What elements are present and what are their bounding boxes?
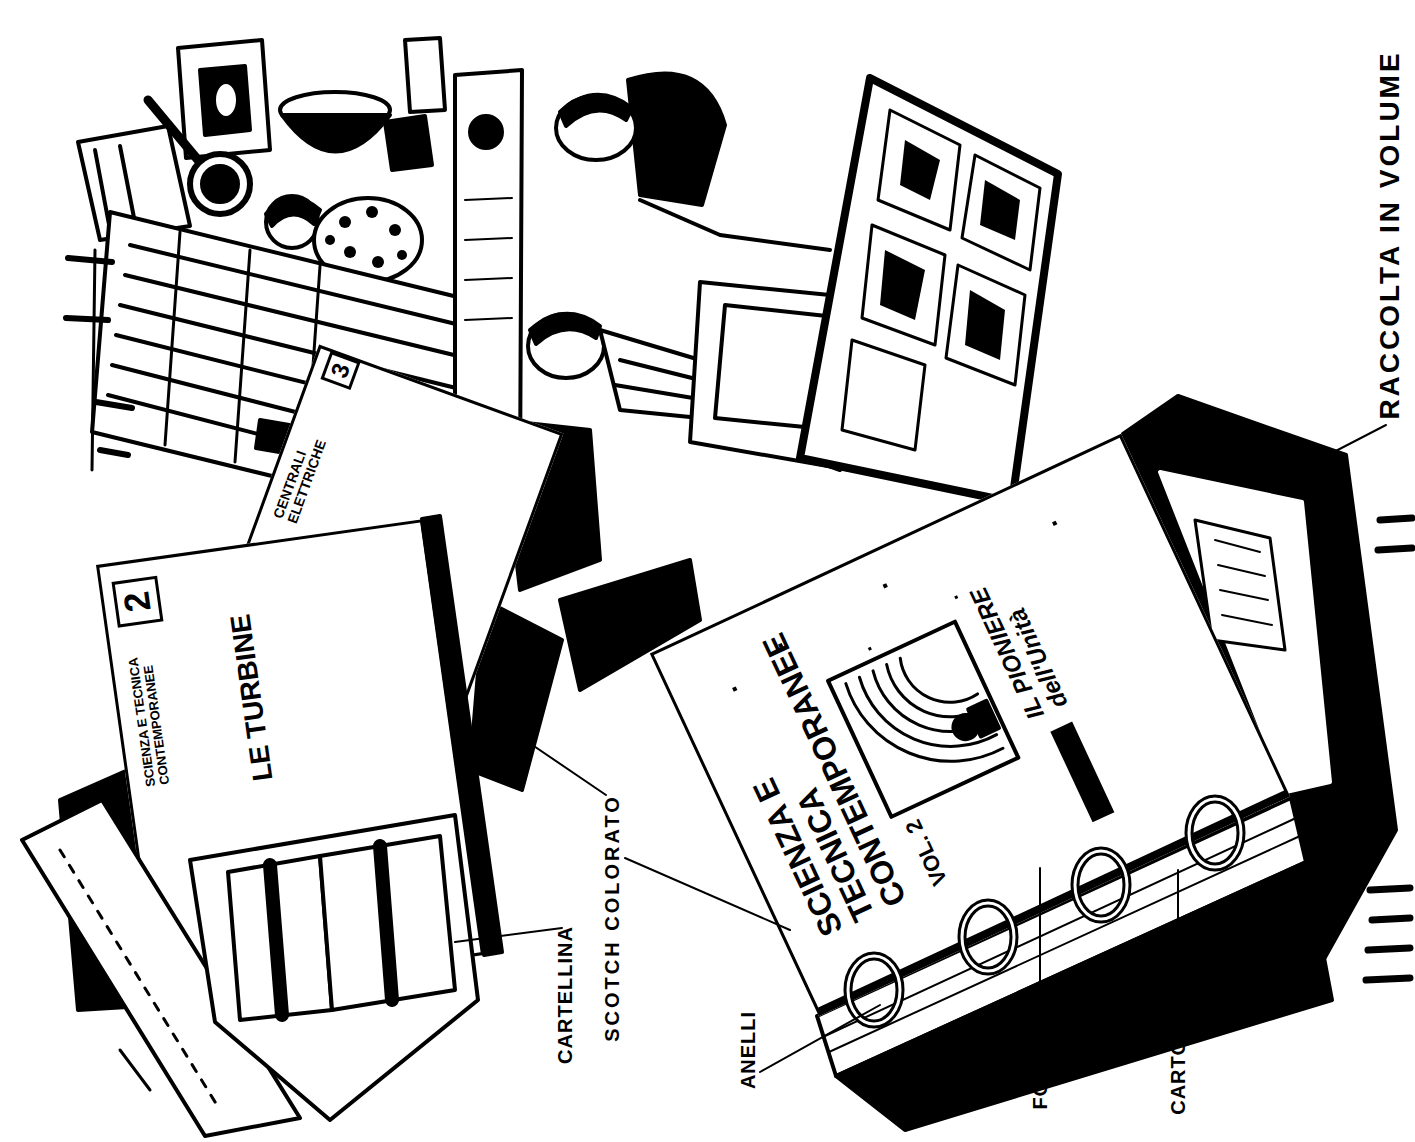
fascicle-cover: SCIENZA E TECNICA CONTEMPORANEE 2 LE TURBI… bbox=[96, 519, 484, 1001]
part-label: FOTO bbox=[1029, 1050, 1052, 1109]
part-label: CARTELLINA bbox=[554, 926, 577, 1064]
volume-title: SCIENZA E TECNICA CONTEMPORANEE bbox=[691, 625, 913, 942]
cover-decoration bbox=[719, 507, 1177, 936]
person-hair bbox=[266, 198, 320, 226]
volume-cover: SCIENZA E TECNICA CONTEMPORANEEVOL. 2IL … bbox=[650, 434, 1290, 1016]
issue-number: 2 bbox=[112, 576, 164, 628]
bowl bbox=[282, 115, 390, 152]
dress-pattern bbox=[325, 206, 407, 268]
wall-pegs bbox=[66, 258, 132, 455]
folder-fold bbox=[270, 865, 282, 1015]
magnifier-handle bbox=[148, 100, 198, 160]
ring-highlights bbox=[848, 799, 1241, 1024]
person-hair bbox=[560, 95, 632, 126]
folder-back bbox=[22, 800, 300, 1136]
album-photo-content bbox=[880, 140, 1020, 360]
album bbox=[800, 78, 1058, 502]
folder-flap bbox=[190, 815, 478, 1120]
wall-line bbox=[92, 250, 95, 470]
cover-speckles bbox=[719, 507, 1072, 710]
magnifier bbox=[190, 154, 250, 214]
leader-lines bbox=[455, 425, 1386, 1072]
person-head bbox=[528, 314, 604, 378]
cover-photo bbox=[828, 622, 1018, 817]
sheet-mark bbox=[470, 116, 502, 148]
person-hair bbox=[530, 314, 600, 344]
folder-fold bbox=[380, 846, 392, 1000]
photo-arcs bbox=[845, 635, 1003, 797]
part-label: RACCOLTA IN VOLUME bbox=[1374, 50, 1406, 419]
folder-mark bbox=[120, 1050, 150, 1090]
part-label: ANELLI bbox=[737, 1011, 760, 1089]
issue-number: 3 bbox=[320, 351, 360, 390]
fascicle-title: CENTRALI ELETTRICHE bbox=[271, 384, 348, 526]
part-label: CARTONE bbox=[1167, 1009, 1190, 1115]
fascicle-series-title: SCIENZA E TECNICA CONTEMPORANEE bbox=[124, 635, 173, 788]
album-photos bbox=[842, 110, 1040, 450]
folder-pocket bbox=[228, 856, 332, 1020]
jug bbox=[385, 116, 432, 170]
shelf-box bbox=[405, 38, 445, 112]
sheet-lines bbox=[465, 198, 512, 320]
folder-pocket bbox=[320, 836, 455, 1010]
binder-rings bbox=[848, 799, 1241, 1024]
magnifier-lens bbox=[202, 166, 238, 202]
tape-strip bbox=[422, 516, 502, 955]
edge-hatching bbox=[1366, 518, 1412, 980]
part-label: SCOTCH COLORATO bbox=[601, 794, 624, 1042]
photo-figure bbox=[950, 711, 982, 743]
cover-bar bbox=[1050, 722, 1114, 823]
folder-dashes bbox=[60, 850, 220, 1110]
inner-page-lines bbox=[1215, 540, 1272, 625]
picture-frame bbox=[178, 40, 270, 158]
person-body bbox=[628, 73, 725, 205]
photo-figure bbox=[968, 701, 999, 737]
picture-detail bbox=[216, 84, 236, 116]
fascicle-title: LE TURBINE bbox=[218, 561, 279, 783]
person-arm bbox=[640, 200, 830, 250]
publisher-name: IL PIONIERE dell'Unità bbox=[941, 520, 1073, 724]
picture bbox=[200, 66, 250, 135]
